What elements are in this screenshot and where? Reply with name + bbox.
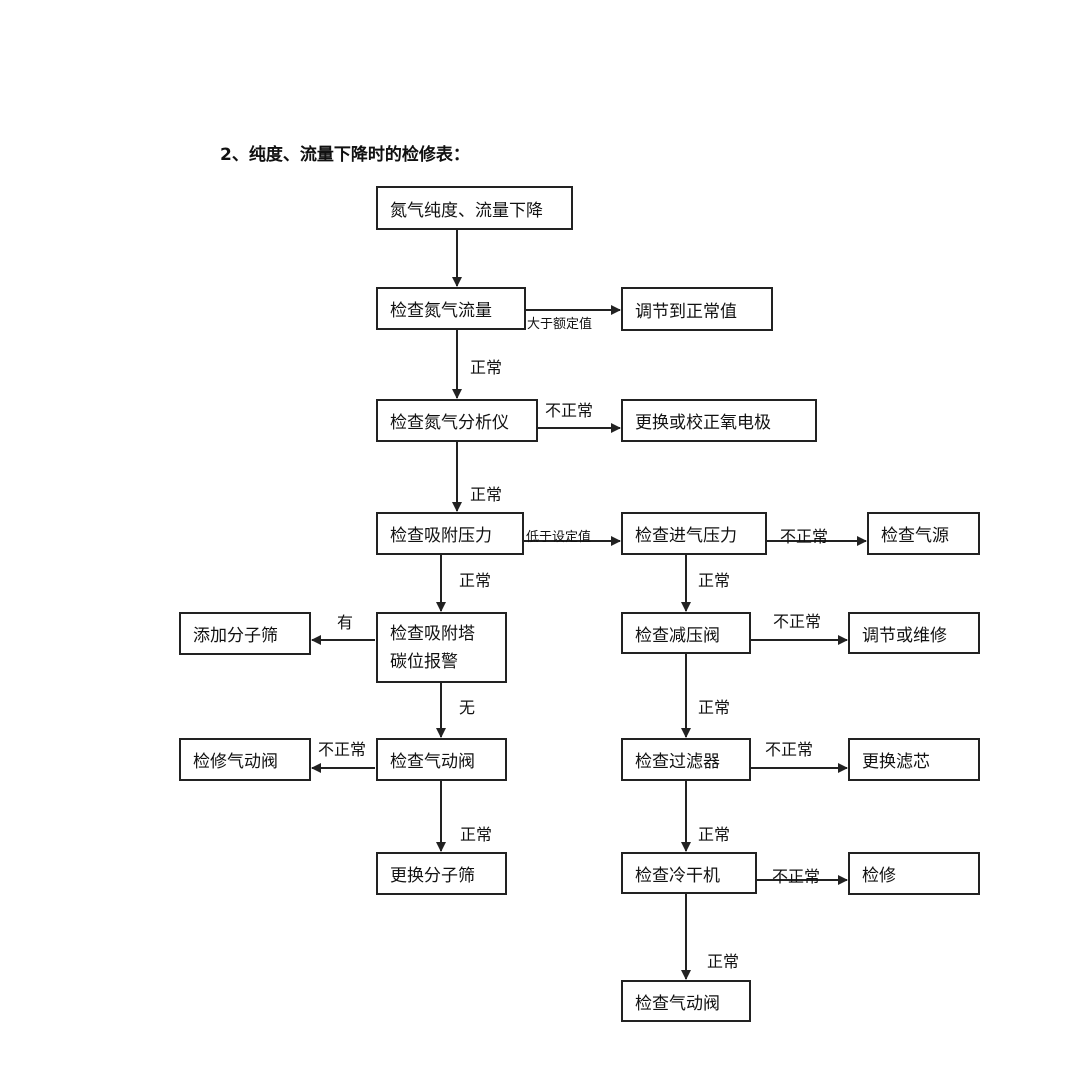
node-check-tower-line2: 碳位报警 bbox=[390, 651, 458, 672]
page-title: 2、纯度、流量下降时的检修表： bbox=[220, 145, 470, 165]
node-check-pneumatic-right: 检查气动阀 bbox=[621, 980, 751, 1022]
node-repair-pneumatic: 检修气动阀 bbox=[179, 738, 311, 781]
label-above-rated: 大于额定值 bbox=[527, 317, 593, 332]
node-check-gas-source: 检查气源 bbox=[867, 512, 980, 555]
node-check-inlet-pressure: 检查进气压力 bbox=[621, 512, 767, 555]
label-abnormal-2: 不正常 bbox=[780, 527, 829, 546]
node-check-reducer: 检查减压阀 bbox=[621, 612, 751, 654]
node-adjust-repair: 调节或维修 bbox=[848, 612, 980, 654]
label-abnormal-1: 不正常 bbox=[545, 401, 594, 420]
label-normal-3: 正常 bbox=[459, 571, 492, 590]
node-check-adsorb-pressure: 检查吸附压力 bbox=[376, 512, 524, 555]
label-abnormal-6: 不正常 bbox=[772, 867, 821, 886]
label-abnormal-4: 不正常 bbox=[318, 740, 367, 759]
label-normal-4: 正常 bbox=[698, 571, 731, 590]
node-replace-sieve: 更换分子筛 bbox=[376, 852, 507, 895]
node-check-tower-line1: 检查吸附塔 bbox=[390, 623, 475, 644]
node-check-dryer: 检查冷干机 bbox=[621, 852, 757, 894]
node-add-sieve: 添加分子筛 bbox=[179, 612, 311, 655]
label-normal-5: 正常 bbox=[698, 698, 731, 717]
node-replace-filter: 更换滤芯 bbox=[848, 738, 980, 781]
node-start: 氮气纯度、流量下降 bbox=[376, 186, 573, 230]
label-normal-7: 正常 bbox=[698, 825, 731, 844]
node-adjust-normal: 调节到正常值 bbox=[621, 287, 773, 331]
label-abnormal-3: 不正常 bbox=[773, 612, 822, 631]
label-normal-1: 正常 bbox=[470, 358, 503, 377]
node-repair: 检修 bbox=[848, 852, 980, 895]
label-normal-8: 正常 bbox=[707, 952, 740, 971]
node-check-tower: 检查吸附塔 碳位报警 bbox=[376, 612, 507, 683]
label-normal-2: 正常 bbox=[470, 485, 503, 504]
node-check-analyzer: 检查氮气分析仪 bbox=[376, 399, 538, 442]
label-abnormal-5: 不正常 bbox=[765, 740, 814, 759]
node-check-flow: 检查氮气流量 bbox=[376, 287, 526, 330]
node-replace-electrode: 更换或校正氧电极 bbox=[621, 399, 817, 442]
label-normal-6: 正常 bbox=[460, 825, 493, 844]
node-check-pneumatic-left: 检查气动阀 bbox=[376, 738, 507, 781]
label-yes: 有 bbox=[337, 613, 354, 632]
label-no: 无 bbox=[459, 698, 476, 717]
label-below-set: 低于设定值 bbox=[526, 530, 592, 545]
node-check-filter: 检查过滤器 bbox=[621, 738, 751, 781]
